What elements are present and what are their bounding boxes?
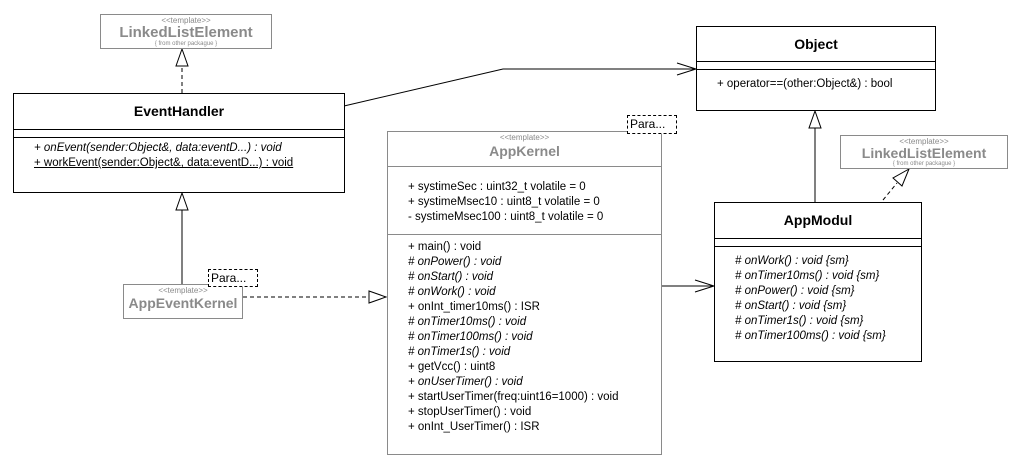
- class-name: AppModul: [783, 212, 853, 228]
- package-origin-label: { from other packague }: [154, 41, 218, 47]
- appkernel-operation[interactable]: + onUserTimer() : void: [408, 376, 523, 388]
- realization-appmodul-linkedlist: [882, 167, 911, 201]
- realization-appeventkernel-appkernel: [243, 290, 388, 304]
- class-linkedlistelement-right[interactable]: <<template>> LinkedListElement { from ot…: [840, 135, 1008, 169]
- appmodul-operation[interactable]: # onPower() : void {sm}: [735, 285, 855, 297]
- appmodul-operation[interactable]: # onStart() : void {sm}: [735, 300, 847, 312]
- appkernel-operation[interactable]: + onInt_timer10ms() : ISR: [408, 301, 540, 313]
- class-header: <<template>> AppKernel: [388, 132, 661, 167]
- appkernel-operation[interactable]: # onWork() : void: [408, 286, 496, 298]
- generalization-appmodul-object: [808, 109, 822, 202]
- operations-compartment: # onWork() : void {sm} # onTimer10ms() : …: [735, 254, 921, 344]
- template-parameter-appeventkernel[interactable]: Para...: [208, 269, 258, 287]
- appkernel-operation[interactable]: # onTimer100ms() : void: [408, 331, 533, 343]
- operations-compartment: + onEvent(sender:Object&, data:eventD...…: [34, 141, 344, 171]
- class-name: Object: [794, 36, 838, 52]
- appkernel-operation[interactable]: + stopUserTimer() : void: [408, 406, 532, 418]
- operation-workevent[interactable]: + workEvent(sender:Object&, data:eventD.…: [34, 157, 294, 169]
- class-appeventkernel[interactable]: <<template>> AppEventKernel: [123, 284, 243, 319]
- operations-compartment: + main() : void # onPower() : void # onSta…: [408, 240, 661, 435]
- generalization-appeventkernel-eventhandler: [175, 191, 189, 284]
- attributes-compartment: + systimeSec : uint32_t volatile = 0 + s…: [408, 180, 661, 225]
- appmodul-operation[interactable]: # onTimer1s() : void {sm}: [735, 315, 864, 327]
- package-origin-label: { from other packague }: [892, 161, 956, 167]
- attribute-systimemsec10[interactable]: + systimeMsec10 : uint8_t volatile = 0: [408, 196, 600, 208]
- appkernel-operation[interactable]: # onPower() : void: [408, 256, 502, 268]
- appkernel-operation[interactable]: + getVcc() : uint8: [408, 361, 496, 373]
- template-parameter-appkernel[interactable]: Para...: [627, 115, 677, 134]
- class-appmodul[interactable]: AppModul # onWork() : void {sm} # onTimer…: [714, 202, 922, 362]
- appkernel-operation[interactable]: + onInt_UserTimer() : ISR: [408, 421, 540, 433]
- class-header: AppModul: [715, 203, 921, 239]
- class-name: LinkedListElement: [861, 145, 987, 161]
- class-eventhandler[interactable]: EventHandler + onEvent(sender:Object&, d…: [13, 93, 345, 193]
- attributes-compartment: [697, 61, 935, 70]
- stereotype-label: <<template>>: [499, 133, 550, 142]
- stereotype-label: <<template>>: [158, 286, 208, 295]
- attributes-divider: [388, 166, 661, 235]
- class-name: LinkedListElement: [119, 24, 253, 41]
- class-appkernel[interactable]: <<template>> AppKernel + systimeSec : ui…: [387, 131, 662, 455]
- stereotype-label: <<template>>: [899, 137, 949, 146]
- realization-eventhandler-linkedlist: [175, 47, 189, 93]
- class-name: AppEventKernel: [128, 295, 238, 311]
- appmodul-operation[interactable]: # onWork() : void {sm}: [735, 255, 849, 267]
- class-header: EventHandler: [14, 94, 344, 130]
- association-eventhandler-object: [343, 62, 698, 107]
- appmodul-operation[interactable]: # onTimer10ms() : void {sm}: [735, 270, 880, 282]
- association-appkernel-appmodul: [661, 279, 716, 293]
- appkernel-operation[interactable]: + startUserTimer(freq:uint16=1000) : voi…: [408, 391, 619, 403]
- operations-compartment: + operator==(other:Object&) : bool: [717, 77, 935, 92]
- attribute-systimesec[interactable]: + systimeSec : uint32_t volatile = 0: [408, 181, 586, 193]
- attributes-compartment: [14, 129, 344, 138]
- operation-onevent[interactable]: + onEvent(sender:Object&, data:eventD...…: [34, 142, 282, 154]
- appkernel-operation[interactable]: # onStart() : void: [408, 271, 494, 283]
- appkernel-operation[interactable]: # onTimer1s() : void: [408, 346, 511, 358]
- class-object[interactable]: Object + operator==(other:Object&) : boo…: [696, 26, 936, 111]
- operation-equals[interactable]: + operator==(other:Object&) : bool: [717, 78, 893, 90]
- appkernel-operation[interactable]: + main() : void: [408, 241, 482, 253]
- stereotype-label: <<template>>: [161, 16, 211, 25]
- appkernel-operation[interactable]: # onTimer10ms() : void: [408, 316, 527, 328]
- class-linkedlistelement-top[interactable]: <<template>> LinkedListElement { from ot…: [100, 14, 272, 49]
- class-name: EventHandler: [133, 103, 225, 119]
- attribute-systimemsec100[interactable]: - systimeMsec100 : uint8_t volatile = 0: [408, 211, 604, 223]
- appmodul-operation[interactable]: # onTimer100ms() : void {sm}: [735, 330, 886, 342]
- attributes-compartment: [715, 238, 921, 247]
- class-name: AppKernel: [489, 143, 560, 159]
- class-header: Object: [697, 27, 935, 62]
